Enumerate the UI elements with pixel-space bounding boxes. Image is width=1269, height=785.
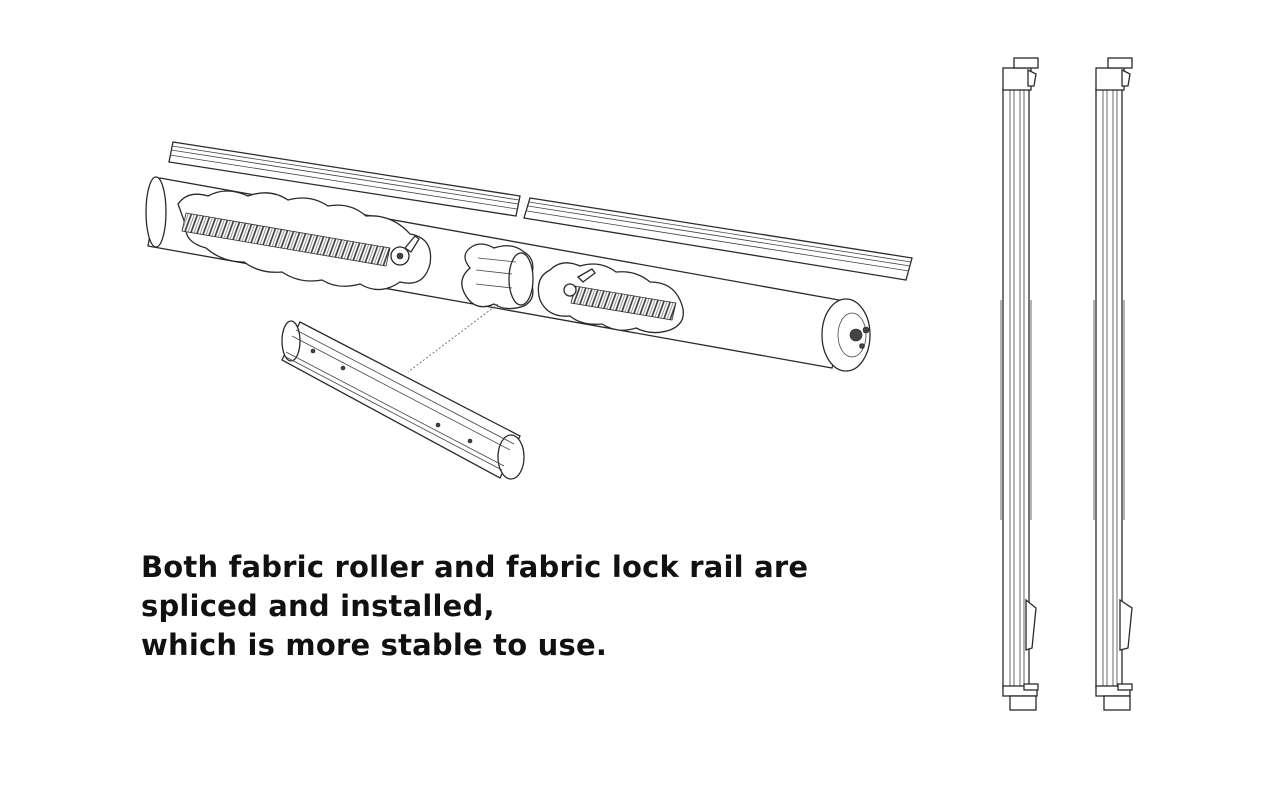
caption-line-3: which is more stable to use. bbox=[141, 628, 608, 662]
spring-cutaway-left bbox=[177, 190, 432, 291]
splice-joint-cutaway bbox=[461, 243, 534, 310]
side-post-right bbox=[1093, 57, 1133, 711]
caption-line-2: spliced and installed, bbox=[141, 589, 495, 623]
lock-rail-right bbox=[523, 197, 913, 281]
side-post-left bbox=[1000, 57, 1039, 711]
spring-cutaway-right bbox=[537, 262, 684, 334]
caption-line-1: Both fabric roller and fabric lock rail … bbox=[141, 550, 809, 584]
splice-connector-tube bbox=[281, 320, 525, 480]
splice-leader-line bbox=[407, 303, 499, 373]
lock-rail-left bbox=[168, 141, 521, 217]
caption-text: Both fabric roller and fabric lock rail … bbox=[141, 548, 808, 665]
